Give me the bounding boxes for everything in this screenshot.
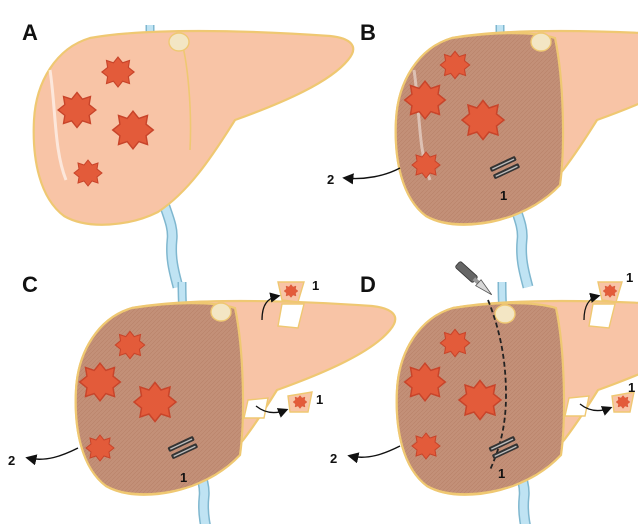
step-label-1: 1	[500, 188, 507, 203]
step-label-1: 1	[498, 466, 505, 481]
wedge-resection-icon	[288, 392, 312, 412]
panel-b: B 1 2	[327, 20, 638, 287]
panel-letter: C	[22, 272, 38, 297]
step-label-2: 2	[327, 172, 334, 187]
liver-icon	[76, 301, 395, 495]
step-label-1: 1	[316, 392, 323, 407]
scalpel-icon	[455, 261, 495, 298]
arrow-icon	[350, 446, 400, 457]
liver-icon	[34, 31, 353, 225]
step-label-1: 1	[312, 278, 319, 293]
step-label-1: 1	[628, 380, 635, 395]
arrow-icon	[28, 448, 78, 459]
step-label-2: 2	[8, 453, 15, 468]
step-label-1: 1	[180, 470, 187, 485]
panel-letter: A	[22, 20, 38, 45]
step-label-2: 2	[330, 451, 337, 466]
liver-icon	[397, 301, 638, 495]
panel-letter: D	[360, 272, 376, 297]
panel-a: A	[22, 20, 353, 287]
panel-letter: B	[360, 20, 376, 45]
panel-d: D	[330, 261, 638, 524]
panel-c: C 1 1	[8, 272, 395, 524]
wedge-resection-icon	[598, 282, 622, 302]
liver-icon	[396, 31, 638, 225]
wedge-resection-icon	[612, 392, 634, 412]
arrow-icon	[345, 168, 400, 179]
step-label-1: 1	[626, 270, 633, 285]
wedge-resection-icon	[278, 282, 304, 302]
